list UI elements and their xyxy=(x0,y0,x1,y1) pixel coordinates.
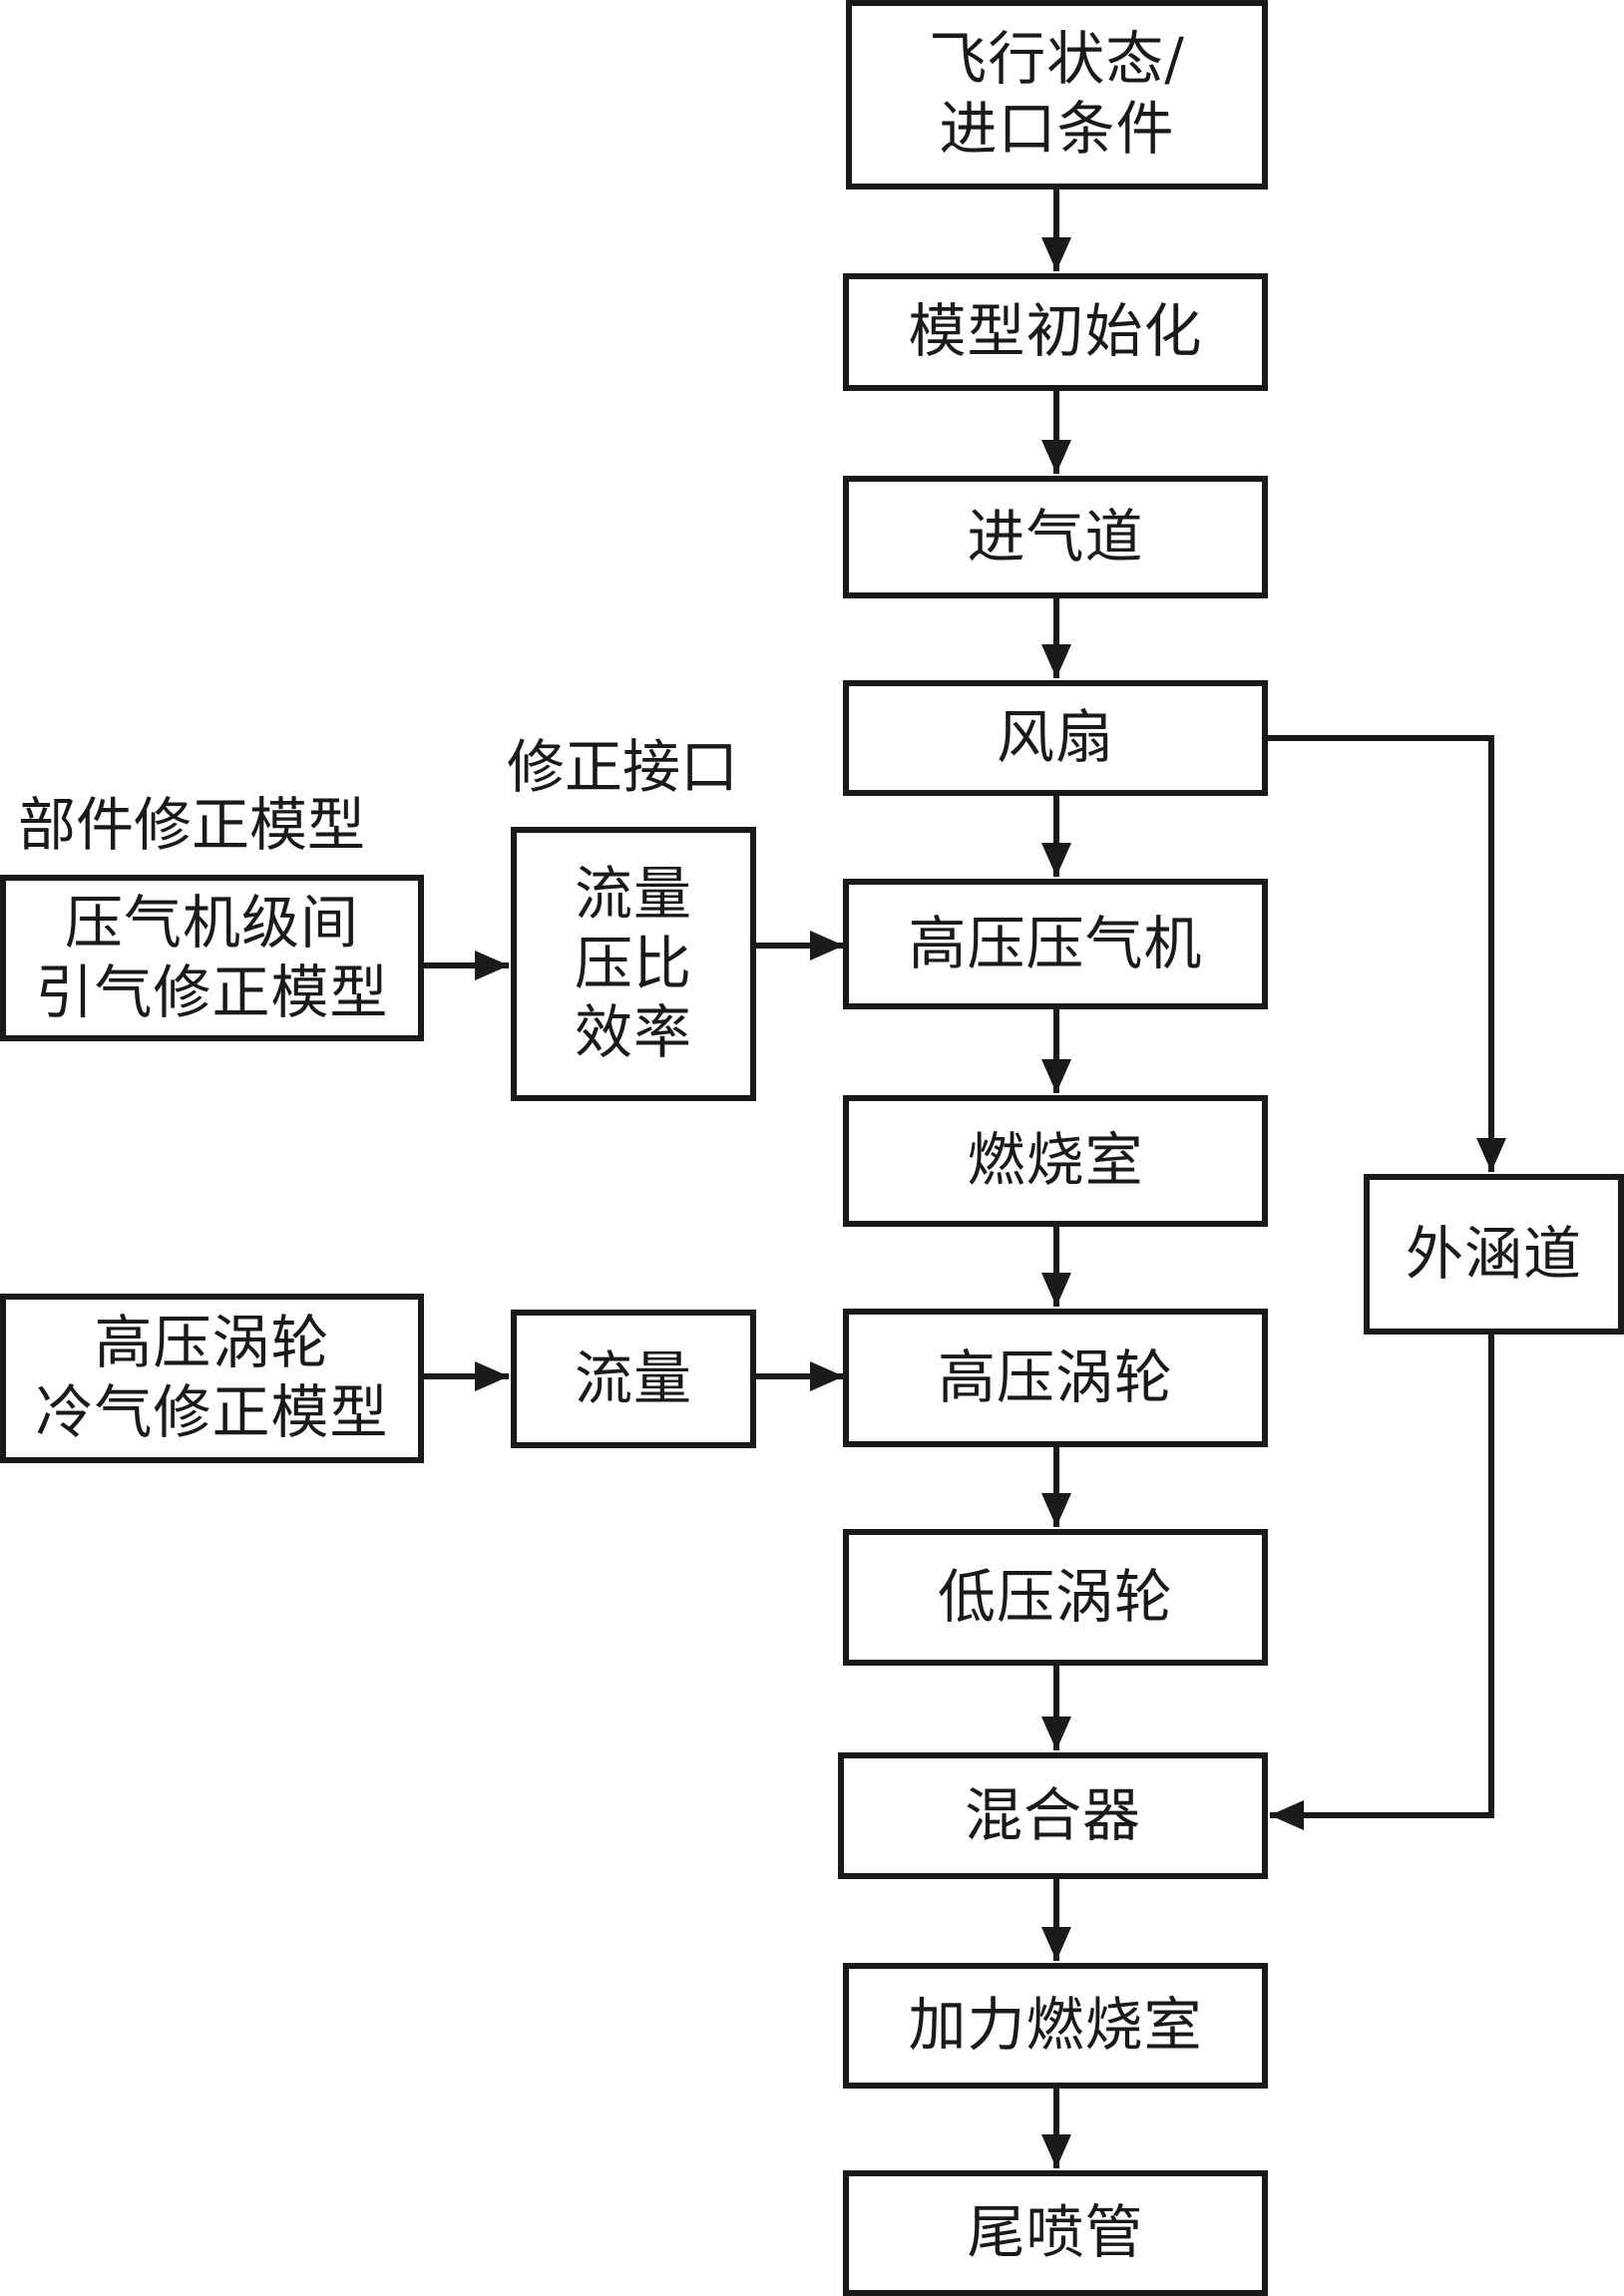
box-text: 高压涡轮 xyxy=(94,1309,330,1377)
box-text: 加力燃烧室 xyxy=(908,1991,1203,2060)
arrowhead-icon xyxy=(475,951,509,980)
box-text: 引气修正模型 xyxy=(35,957,389,1026)
arrow-bypass-mixer xyxy=(1270,1335,1494,1818)
box-text: 混合器 xyxy=(964,1780,1141,1849)
arrowhead-icon xyxy=(810,931,844,960)
arrowhead-icon xyxy=(1041,2134,1071,2168)
box-inlet: 进气道 xyxy=(843,476,1268,598)
label-correction-interface: 修正接口 xyxy=(507,733,739,801)
box-nozzle: 尾喷管 xyxy=(843,2170,1268,2296)
box-text: 压气机级间 xyxy=(64,888,359,957)
box-text: 燃烧室 xyxy=(967,1126,1144,1195)
arrowhead-icon xyxy=(475,1361,509,1391)
box-text: 风扇 xyxy=(996,703,1114,772)
box-combustor: 燃烧室 xyxy=(843,1095,1268,1227)
arrowhead-icon xyxy=(1041,237,1071,271)
arrowhead-icon xyxy=(1041,1273,1071,1307)
arrowhead-icon xyxy=(1476,1138,1506,1172)
box-cooling-correction-model: 高压涡轮 冷气修正模型 xyxy=(0,1294,424,1463)
box-text: 外涵道 xyxy=(1405,1219,1582,1288)
box-text: 飞行状态/ xyxy=(929,25,1185,94)
box-text: 低压涡轮 xyxy=(937,1562,1173,1631)
box-bypass-duct: 外涵道 xyxy=(1364,1174,1624,1335)
arrowhead-icon xyxy=(810,1361,844,1391)
arrow-fan-bypass xyxy=(1268,735,1494,1172)
box-text: 压比 xyxy=(574,929,692,997)
box-text: 高压压气机 xyxy=(908,909,1203,977)
box-text: 高压涡轮 xyxy=(937,1342,1173,1411)
box-text: 流量 xyxy=(574,860,692,929)
box-lp-turbine: 低压涡轮 xyxy=(843,1529,1268,1666)
label-component-models: 部件修正模型 xyxy=(18,791,366,859)
box-mixer: 混合器 xyxy=(838,1752,1268,1879)
arrowhead-icon xyxy=(1041,1493,1071,1527)
box-model-init: 模型初始化 xyxy=(843,273,1268,391)
arrowhead-icon xyxy=(1041,644,1071,678)
box-text: 尾喷管 xyxy=(967,2198,1144,2267)
box-text: 流量 xyxy=(574,1343,692,1412)
box-fan: 风扇 xyxy=(843,680,1268,796)
box-bleed-correction-model: 压气机级间 引气修正模型 xyxy=(0,875,424,1041)
box-flight-conditions: 飞行状态/ 进口条件 xyxy=(846,0,1268,190)
box-interface-hpt: 流量 xyxy=(511,1310,756,1448)
arrowhead-icon xyxy=(1041,1059,1071,1093)
box-afterburner: 加力燃烧室 xyxy=(843,1963,1268,2089)
arrowhead-icon xyxy=(1041,1717,1071,1750)
box-interface-hpc: 流量 压比 效率 xyxy=(511,827,756,1101)
box-text: 模型初始化 xyxy=(908,297,1203,366)
arrowhead-icon xyxy=(1270,1800,1304,1830)
arrowhead-icon xyxy=(1041,1927,1071,1961)
box-hp-compressor: 高压压气机 xyxy=(843,879,1268,1009)
arrowhead-icon xyxy=(1041,843,1071,877)
box-text: 进口条件 xyxy=(939,95,1175,163)
box-hp-turbine: 高压涡轮 xyxy=(843,1309,1268,1447)
box-text: 冷气修正模型 xyxy=(35,1378,389,1446)
box-text: 进气道 xyxy=(967,502,1144,571)
box-text: 效率 xyxy=(574,998,692,1067)
arrowhead-icon xyxy=(1041,440,1071,474)
